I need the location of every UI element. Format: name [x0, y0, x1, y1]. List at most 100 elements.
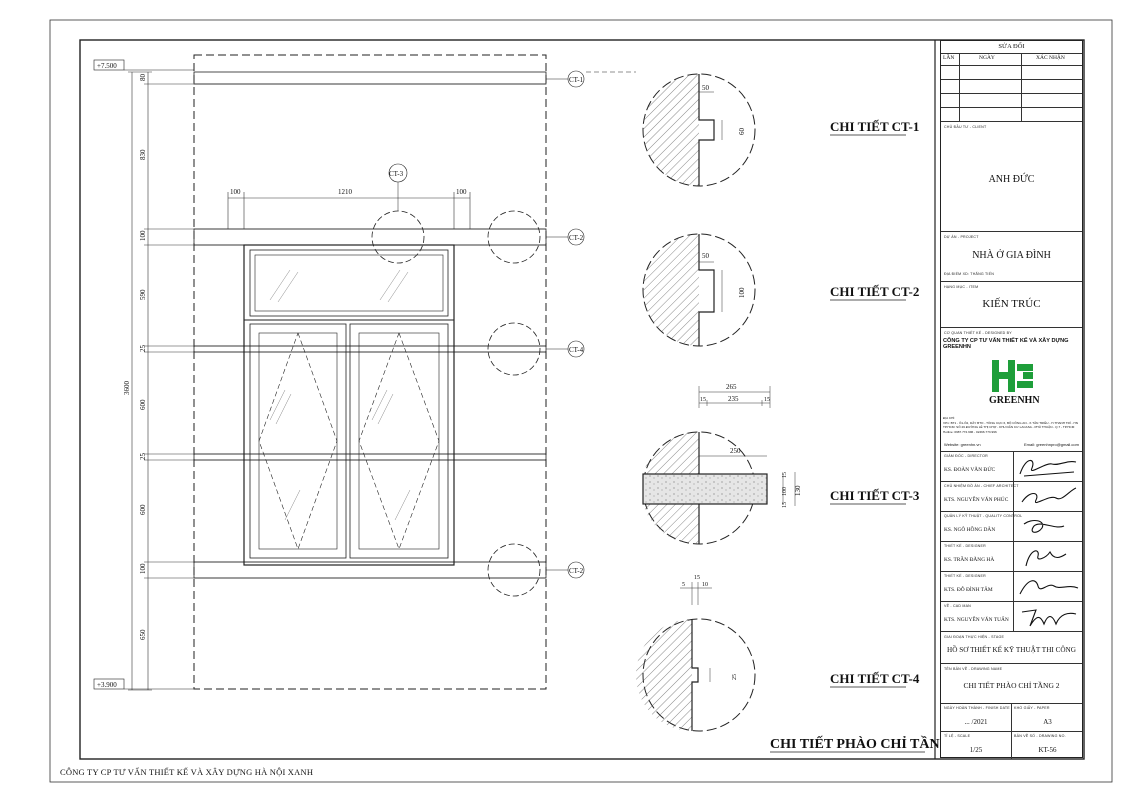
signature [1021, 487, 1077, 504]
drawing-name-label: TÊN BẢN VẼ - DRAWING NAME [944, 667, 1003, 671]
drawing-no-label: BẢN VẼ SỐ - DRAWING No. [1014, 734, 1066, 738]
location: ĐỊA ĐIỂM XD: THĂNG TIẾN [944, 272, 994, 276]
staff-row: CHỦ NHIỆM ĐỒ ÁN - CHIEF ARCHITECT KTS. N… [941, 481, 1082, 511]
project-label: DỰ ÁN - PROJECT [944, 235, 979, 239]
svg-text:CHI TIẾT CT-4: CHI TIẾT CT-4 [830, 671, 920, 686]
svg-text:80: 80 [139, 74, 147, 82]
staff-row: THIẾT KẾ - DESIGNER KS. TRẦN ĐĂNG HÀ [941, 541, 1082, 571]
svg-text:15: 15 [782, 472, 788, 478]
staff-role: CHỦ NHIỆM ĐỒ ÁN - CHIEF ARCHITECT [944, 484, 1019, 488]
date-paper-row: NGÀY HOÀN THÀNH - FINISH DATE ... /2021 … [941, 703, 1082, 731]
rev-col-xacnhan: XÁC NHẬN [1036, 55, 1065, 61]
staff-role: QUẢN LÝ KỸ THUẬT - QUALITY CONTROL [944, 514, 1023, 518]
drawing-name-cell: TÊN BẢN VẼ - DRAWING NAME CHI TIẾT PHÀO … [941, 663, 1082, 703]
footer-company: CÔNG TY CP TƯ VẤN THIẾT KẾ VÀ XÂY DỰNG H… [60, 767, 314, 777]
rev-col-ngay: NGÀY [979, 55, 995, 61]
svg-text:50: 50 [702, 84, 710, 92]
signature [1019, 580, 1079, 595]
svg-text:1210: 1210 [338, 188, 353, 196]
rev-col-lan: LẦN [943, 55, 955, 61]
company-cell: CƠ QUAN THIẾT KẾ - DESIGNED BY CÔNG TY C… [941, 327, 1082, 451]
category-name: KIẾN TRÚC [982, 298, 1041, 310]
address-line: ĐỊA CHỈ: [943, 416, 956, 420]
website: Website: greenhn.vn [944, 442, 981, 447]
svg-text:15: 15 [764, 397, 770, 403]
stage-cell: GIAI ĐOẠN THỰC HIỆN - STAGE HỒ SƠ THIẾT … [941, 631, 1082, 663]
signature [1021, 609, 1077, 627]
svg-text:235: 235 [728, 395, 739, 403]
svg-text:60: 60 [738, 128, 746, 136]
window-elevation [243, 244, 455, 566]
signature [1019, 459, 1077, 477]
svg-text:25: 25 [732, 674, 738, 680]
svg-text:15: 15 [694, 575, 700, 581]
staff-name: KS. NGÔ HỒNG DÂN [944, 527, 996, 533]
staff-role: THIẾT KẾ - DESIGNER [944, 544, 986, 548]
address-line: Hotline: 0987.772.996 - 02466.773.996 [943, 429, 997, 434]
address-line: TP.HCM: SỐ 26 ĐƯỜNG LÊ THỊ CHỢ - KHU DÂN… [943, 425, 1075, 430]
svg-text:590: 590 [139, 289, 147, 300]
svg-text:15: 15 [700, 397, 706, 403]
title-block: SỬA ĐỔI LẦN NGÀY XÁC NHẬN CHỦ ĐẦU TƯ - C… [940, 40, 1083, 759]
revision-header: SỬA ĐỔI [998, 43, 1025, 50]
svg-text:CT-2: CT-2 [569, 567, 584, 575]
svg-text:250: 250 [730, 447, 741, 455]
callout-circles [371, 210, 541, 597]
address-line: VP1: BT1 - Ô1-Ô2, DÃY BTO - TỔNG CỤC 6, … [943, 420, 1078, 425]
wall-outline [193, 54, 547, 690]
date-label: NGÀY HOÀN THÀNH - FINISH DATE [944, 706, 1010, 710]
staff-role: THIẾT KẾ - DESIGNER [944, 574, 986, 578]
callout-tags: CT-1 CT-2 CT-4 CT-2 CT-3 [388, 70, 636, 579]
cornice-bands [193, 71, 547, 579]
svg-text:5: 5 [682, 582, 685, 588]
designer-label: CƠ QUAN THIẾT KẾ - DESIGNED BY [944, 331, 1012, 335]
svg-text:830: 830 [139, 149, 147, 160]
owner-name: ANH ĐỨC [988, 174, 1035, 185]
staff-name: KTS. NGUYỄN VĂN PHÚC [944, 497, 1009, 503]
svg-text:CT-2: CT-2 [569, 234, 584, 242]
svg-text:100: 100 [738, 287, 746, 298]
level-bottom-marker: +3.900 [93, 678, 194, 690]
project-cell: DỰ ÁN - PROJECT NHÀ Ở GIA ĐÌNH ĐỊA ĐIỂM … [941, 231, 1082, 281]
svg-text:600: 600 [139, 399, 147, 410]
drawing-no-value: KT-56 [1038, 746, 1057, 754]
svg-text:100: 100 [456, 188, 467, 196]
email: Email: greenhnpro@gmail.com [1024, 442, 1079, 447]
staff-name: KTS. ĐỖ ĐÌNH TÂM [944, 587, 993, 593]
staff-name: KTS. NGUYỄN VĂN TUẤN [944, 617, 1009, 623]
greenhn-logo: GREENHN [989, 360, 1040, 406]
category-label: HẠNG MỤC - ITEM [944, 285, 979, 289]
staff-name: KS. ĐOÀN VĂN ĐỨC [944, 467, 996, 473]
stage-label: GIAI ĐOẠN THỰC HIỆN - STAGE [944, 635, 1005, 639]
project-name: NHÀ Ở GIA ĐÌNH [972, 250, 1051, 261]
signature [1025, 550, 1067, 567]
staff-role: GIÁM ĐỐC - DIRECTOR [944, 454, 988, 458]
svg-text:CT-1: CT-1 [569, 76, 584, 84]
staff-row: THIẾT KẾ - DESIGNER KTS. ĐỖ ĐÌNH TÂM [941, 571, 1082, 601]
detail-ct3: 265 15 235 15 250 15 100 15 130 CHI TIẾT… [642, 383, 920, 545]
detail-ct2: 50 100 CHI TIẾT CT-2 [642, 233, 919, 347]
svg-text:CHI TIẾT CT-3: CHI TIẾT CT-3 [830, 488, 920, 503]
signature [1023, 519, 1065, 533]
detail-ct1: 50 60 CHI TIẾT CT-1 [642, 73, 919, 187]
svg-text:100: 100 [782, 487, 788, 496]
detail-ct4: 15 5 10 25 CHI TIẾT CT-4 [636, 575, 920, 732]
company-address: ĐỊA CHỈ: VP1: BT1 - Ô1-Ô2, DÃY BTO - TỔN… [943, 416, 1080, 434]
svg-text:CHI TIẾT CT-2: CHI TIẾT CT-2 [830, 284, 919, 299]
owner-label: CHỦ ĐẦU TƯ - CLIENT [944, 125, 987, 129]
level-top-marker: +7.500 [93, 59, 194, 71]
owner-cell: CHỦ ĐẦU TƯ - CLIENT ANH ĐỨC [941, 121, 1082, 231]
scale-number-row: TỈ LỆ - SCALE 1/25 BẢN VẼ SỐ - DRAWING N… [941, 731, 1082, 759]
staff-row: GIÁM ĐỐC - DIRECTOR KS. ĐOÀN VĂN ĐỨC [941, 451, 1082, 481]
svg-text:100: 100 [139, 230, 147, 241]
svg-text:+3.900: +3.900 [97, 681, 117, 689]
svg-text:100: 100 [139, 563, 147, 574]
staff-row: QUẢN LÝ KỸ THUẬT - QUALITY CONTROL KS. N… [941, 511, 1082, 541]
svg-text:CT-4: CT-4 [569, 346, 584, 354]
svg-text:3600: 3600 [123, 381, 131, 396]
svg-text:GREENHN: GREENHN [989, 395, 1040, 406]
vertical-dim-labels: 80 830 100 590 25 600 25 600 100 650 360… [123, 74, 147, 641]
staff-row: VẼ - CAD MAN KTS. NGUYỄN VĂN TUẤN [941, 601, 1082, 631]
stage-value: HỒ SƠ THIẾT KẾ KỸ THUẬT THI CÔNG [947, 646, 1076, 654]
